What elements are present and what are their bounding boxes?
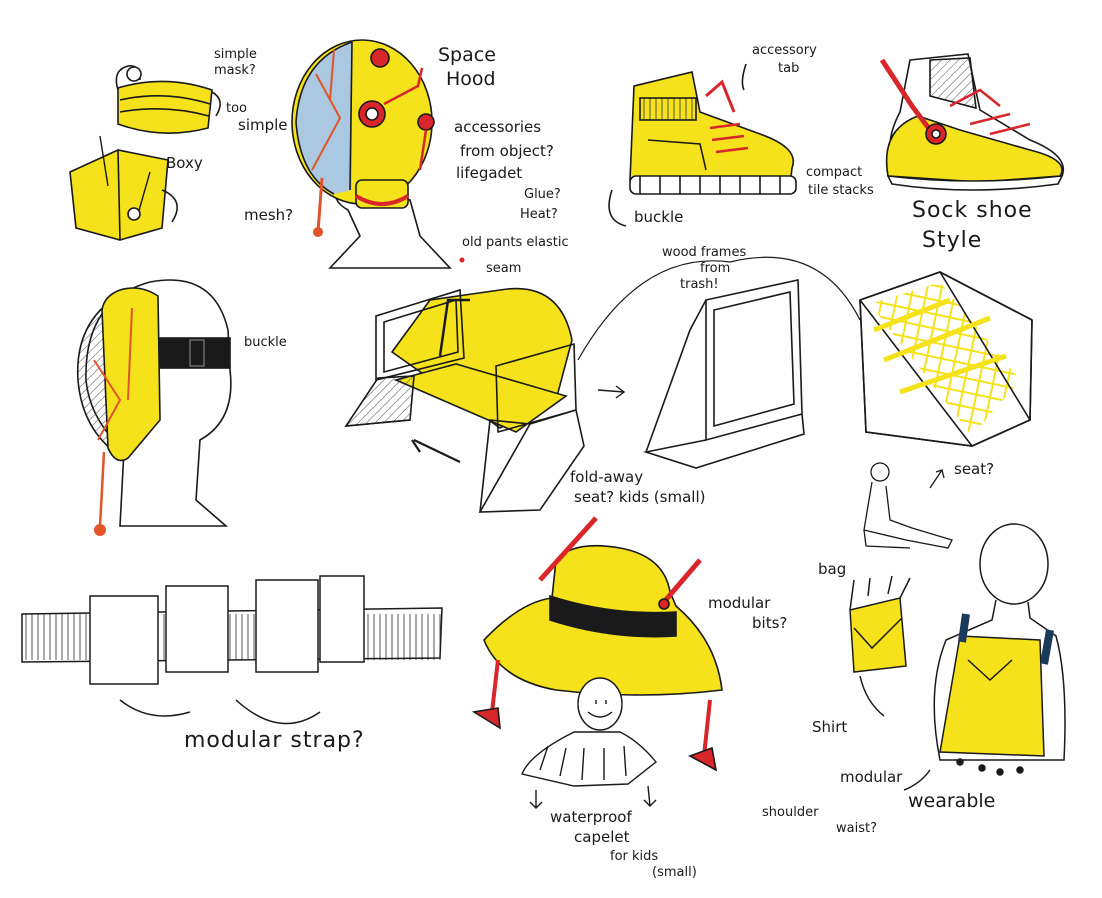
note-modular-strap: modular strap? — [184, 728, 365, 753]
note-wearable: wearable — [908, 790, 996, 812]
sock-shoe-sketch — [879, 53, 1065, 191]
note-accessory-tab-2: tab — [778, 61, 800, 76]
boxy-mask-sketch — [69, 135, 178, 241]
arrow-to-frame — [597, 385, 626, 399]
note-simple-mask-2: mask? — [214, 63, 256, 78]
note-buckle-visor: buckle — [244, 335, 287, 350]
note-fold-away: fold-away — [570, 468, 644, 486]
note-simple-mask: simple — [214, 47, 257, 62]
modular-strap-sketch — [21, 575, 443, 725]
note-from-lifegadget: from object? — [460, 142, 554, 160]
note-modular-bits-2: bits? — [752, 614, 788, 632]
note-waterproof: waterproof — [550, 808, 632, 826]
note-compact: compact — [806, 165, 863, 180]
note-too-simple-2: simple — [238, 116, 288, 134]
note-tile-stacks: tile stacks — [808, 183, 874, 198]
note-space-hood-2: Hood — [446, 68, 496, 90]
note-small: (small) — [652, 865, 697, 880]
note-waist: waist? — [836, 821, 877, 836]
wood-frame-sketch — [642, 279, 805, 469]
note-wood-frames: wood frames — [662, 245, 747, 260]
note-modular: modular — [840, 768, 903, 786]
note-mesh: mesh? — [244, 206, 294, 224]
note-modular-bits: modular — [708, 594, 771, 612]
note-sock-shoe: Sock shoe — [912, 198, 1033, 223]
simple-mask-sketch — [115, 64, 221, 134]
buckle-visor-sketch — [76, 279, 232, 536]
note-heat: Heat? — [520, 207, 558, 222]
note-space-hood: Space — [438, 44, 496, 66]
note-seam: seam — [486, 261, 522, 276]
note-bag: bag — [818, 560, 847, 578]
note-seat: seat? — [954, 460, 995, 478]
note-sock-shoe-2: Style — [922, 228, 983, 253]
seated-figure-sketch — [863, 462, 953, 549]
note-accessory-tab: accessory — [752, 43, 817, 58]
net-seat-sketch — [859, 271, 1033, 447]
arc-connector — [577, 256, 861, 361]
note-old-pants: old pants elastic — [462, 235, 569, 250]
buckle-shoe-sketch — [608, 63, 797, 227]
note-lifegadget: lifegadet — [456, 164, 523, 182]
note-for-kids: for kids — [610, 849, 659, 864]
space-hood-sketch — [291, 39, 465, 269]
note-from-trash: from — [700, 261, 731, 276]
note-accessories: accessories — [454, 118, 542, 136]
note-shoulder: shoulder — [762, 805, 819, 820]
note-seat-kids: seat? kids (small) — [574, 488, 706, 506]
note-from-trash-2: trash! — [680, 277, 719, 292]
note-shirt: Shirt — [812, 718, 848, 736]
note-boxy: Boxy — [166, 154, 203, 172]
capelet-sketch — [521, 677, 657, 809]
note-buckle-shoe: buckle — [634, 208, 684, 226]
wearable-shirt-sketch — [903, 523, 1066, 791]
note-glue: Glue? — [524, 187, 561, 202]
note-capelet: capelet — [574, 828, 630, 846]
fold-away-seat-sketch — [344, 287, 585, 513]
modular-hat-sketch — [471, 516, 723, 772]
note-too-simple: too — [226, 101, 248, 116]
bag-sketch — [849, 575, 911, 717]
